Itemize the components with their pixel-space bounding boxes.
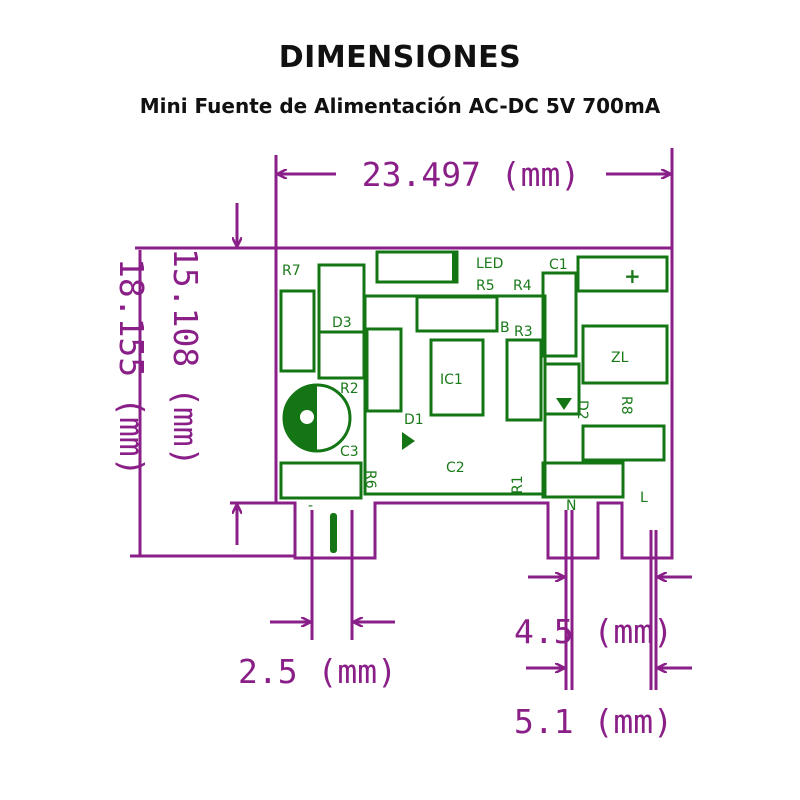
dc-pin-spacing-label: 2.5 (mm) xyxy=(238,652,397,691)
pin-width-label: 4.5 (mm) xyxy=(514,612,673,651)
width-dimension-label: 23.497 (mm) xyxy=(362,155,581,194)
ac-pin-spacing-label: 5.1 (mm) xyxy=(514,702,673,741)
page-subtitle: Mini Fuente de Alimentación AC-DC 5V 700… xyxy=(139,94,661,118)
label-minus: - xyxy=(308,498,313,514)
label-r7: R7 xyxy=(282,263,301,279)
page-title: DIMENSIONES xyxy=(278,40,522,75)
label-l: L xyxy=(640,490,648,506)
label-d3: D3 xyxy=(332,315,352,331)
silkscreen: R7 LED C1 R5 R4 D3 B R3 ZL IC1 R2 D1 D2 … xyxy=(279,250,669,553)
label-c1: C1 xyxy=(549,257,568,273)
label-d1: D1 xyxy=(404,412,424,428)
label-r3: R3 xyxy=(514,324,533,340)
label-plus: + xyxy=(624,264,641,288)
label-r4: R4 xyxy=(513,278,532,294)
label-ic1: IC1 xyxy=(440,372,463,388)
board-height-label: 15.108 (mm) xyxy=(166,248,205,467)
label-r8: R8 xyxy=(618,396,634,415)
label-b: B xyxy=(500,320,510,336)
total-height-label: 18.155 (mm) xyxy=(112,258,151,477)
label-c3: C3 xyxy=(340,444,359,460)
label-r5: R5 xyxy=(476,278,495,294)
label-c2: C2 xyxy=(446,460,465,476)
label-r2: R2 xyxy=(340,381,359,397)
label-led: LED xyxy=(476,256,503,272)
label-r6: R6 xyxy=(362,470,378,489)
label-r1: R1 xyxy=(510,475,526,494)
label-d2: D2 xyxy=(574,400,590,420)
label-n: N xyxy=(566,498,576,514)
label-zl: ZL xyxy=(611,350,629,366)
